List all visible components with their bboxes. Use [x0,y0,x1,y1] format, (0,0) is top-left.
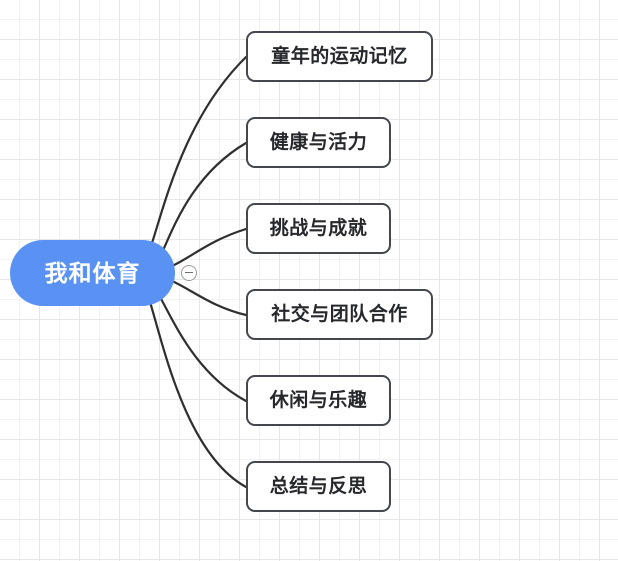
topic-node[interactable]: 社交与团队合作 [246,289,433,340]
topic-node-label: 挑战与成就 [269,218,368,239]
topic-node[interactable]: 休闲与乐趣 [246,375,391,426]
edge-connector [148,300,248,489]
topic-node-label: 总结与反思 [269,476,368,497]
topic-node-label: 休闲与乐趣 [269,390,368,411]
root-node[interactable]: 我和体育 [10,240,175,306]
topic-node[interactable]: 童年的运动记忆 [246,31,433,82]
root-node-label: 我和体育 [44,259,141,286]
topic-node-label: 社交与团队合作 [271,304,408,325]
topic-node[interactable]: 挑战与成就 [246,203,391,254]
edge-connector [158,141,248,259]
edge-connector [170,279,248,317]
topic-node[interactable]: 总结与反思 [246,461,391,512]
collapse-minus-icon[interactable] [181,265,197,281]
edge-connector [170,227,248,268]
edge-connector [158,295,248,403]
topic-node[interactable]: 健康与活力 [246,117,391,168]
topic-node-label: 童年的运动记忆 [271,46,408,67]
edge-connector [148,55,248,251]
topic-node-label: 健康与活力 [269,132,368,153]
